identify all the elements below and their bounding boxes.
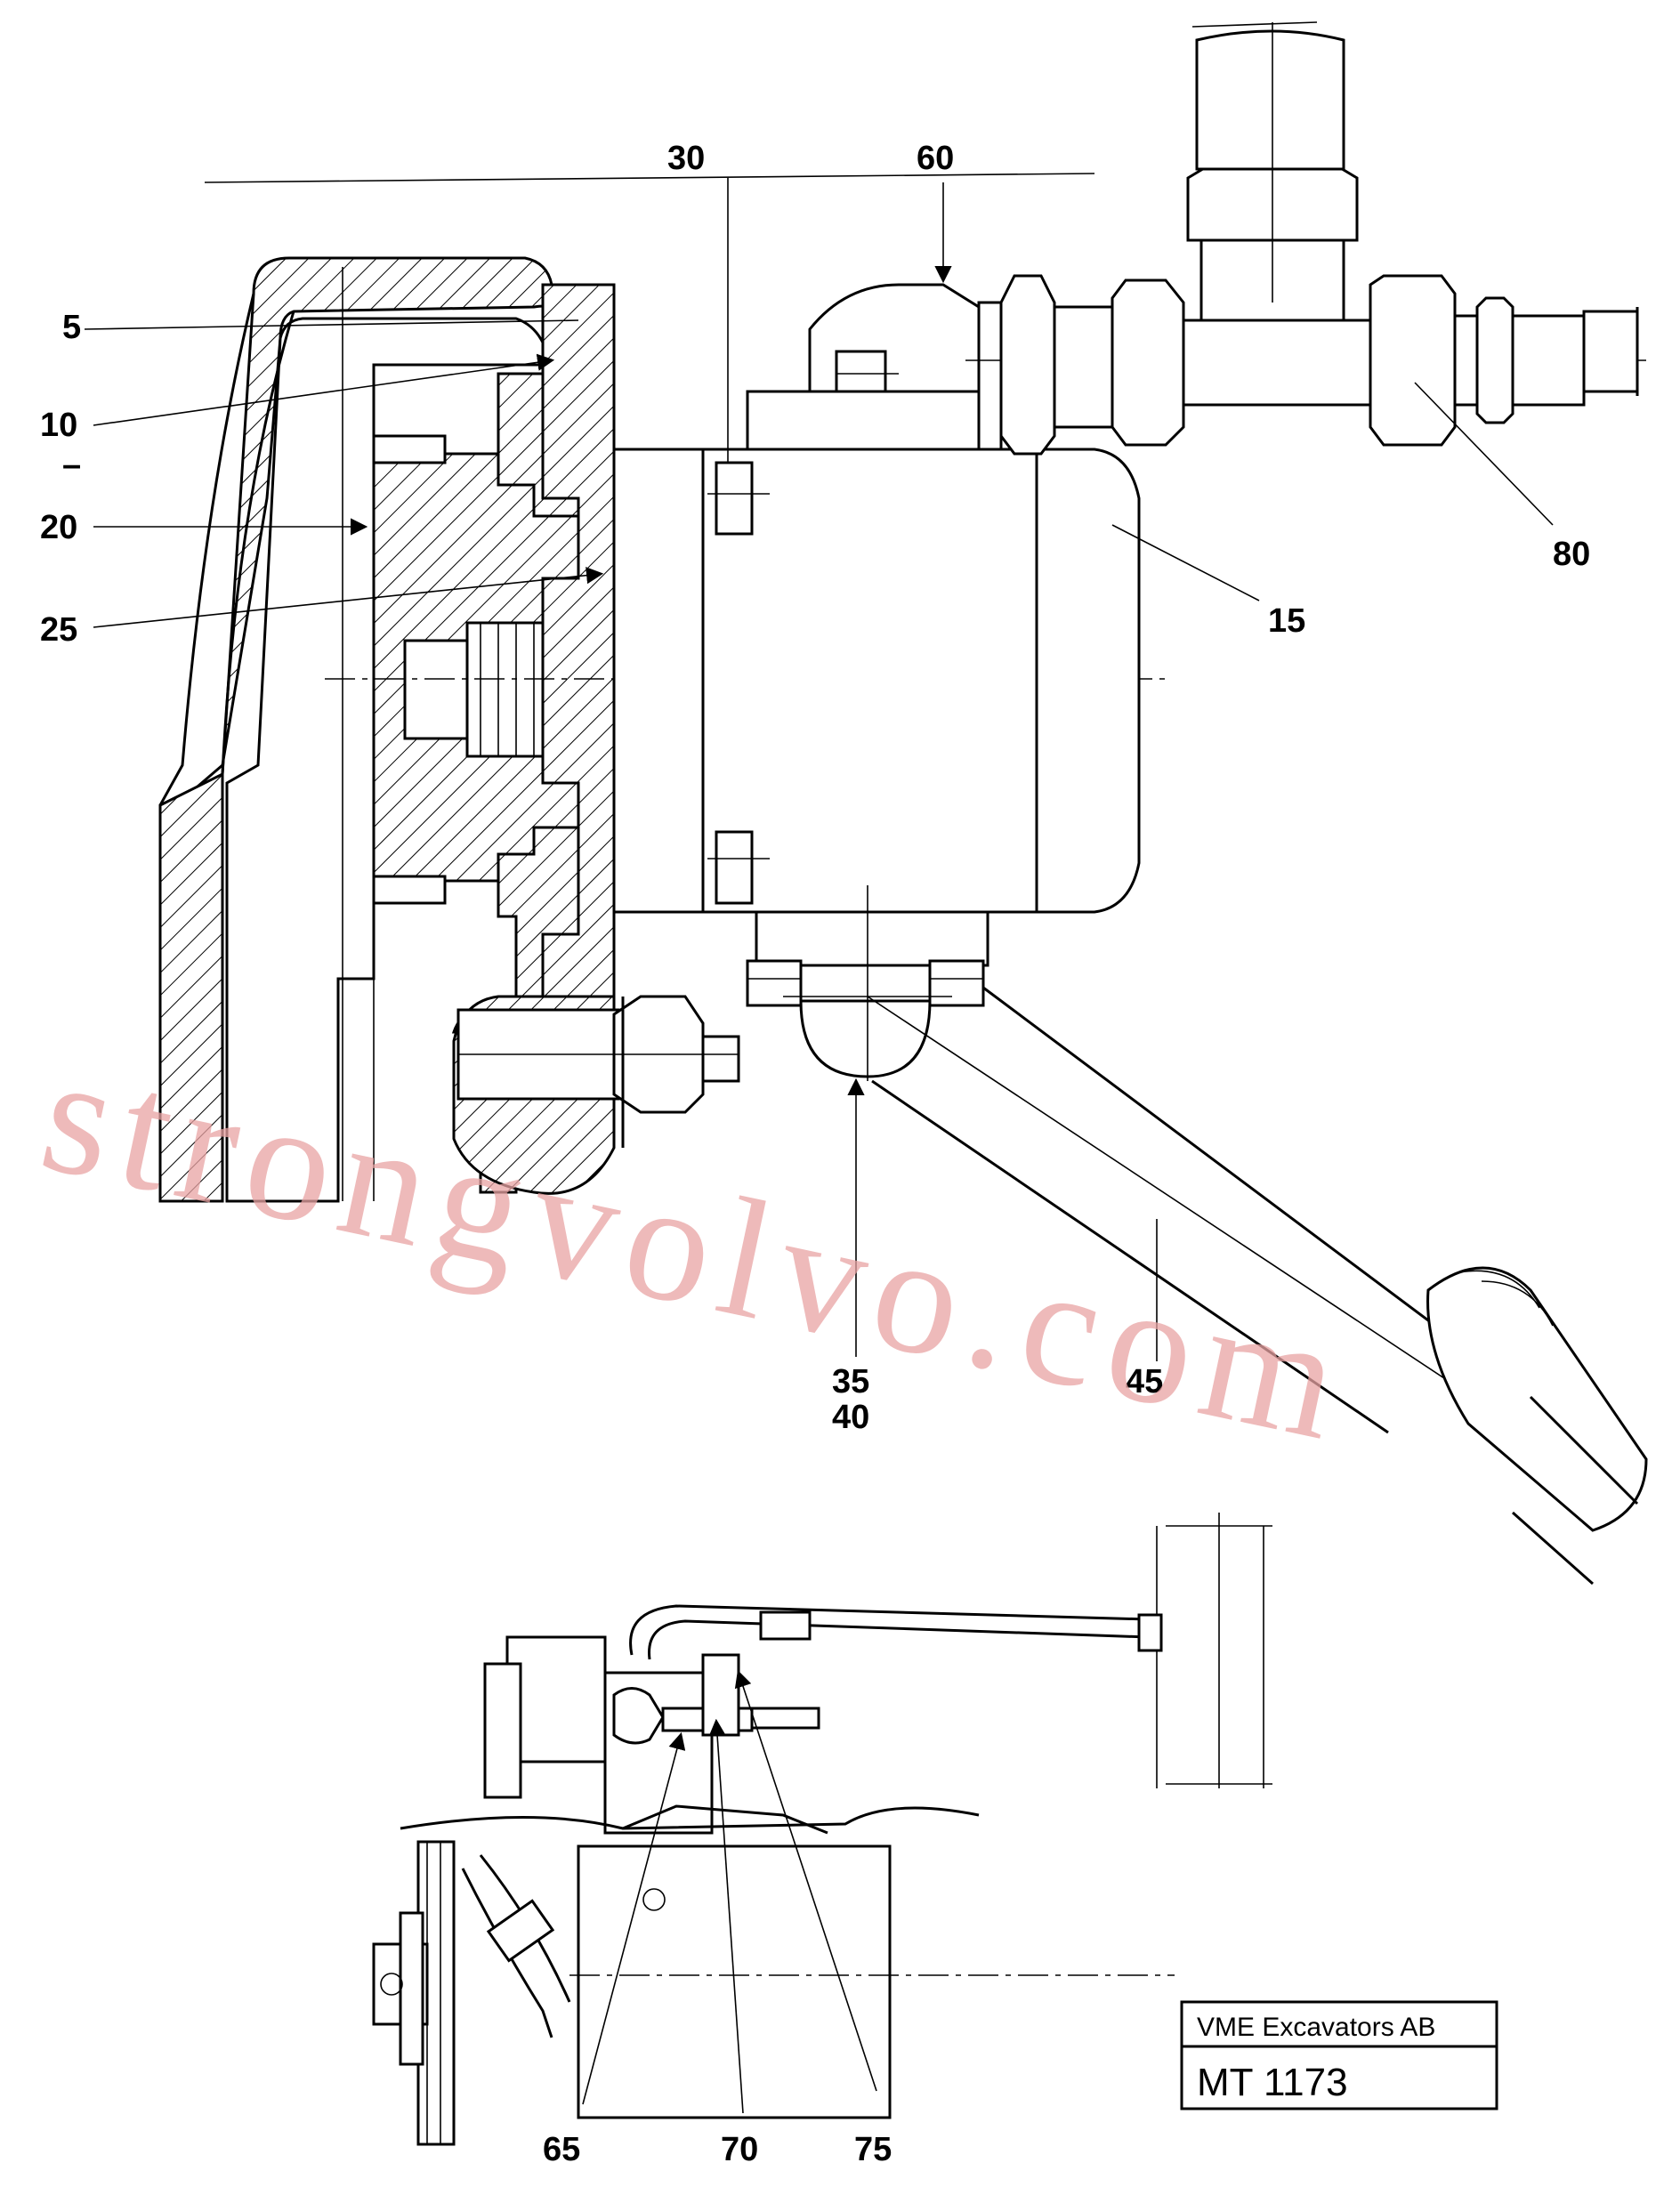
elbow-fitting: [746, 283, 1646, 451]
upper-leaders: [84, 178, 1554, 1361]
upper-sectional-view: 5 10 – 20 25 30 60 80 15 35 40 45: [40, 21, 1648, 1586]
callout-20: 20: [40, 509, 77, 546]
callout-45: 45: [1126, 1363, 1163, 1400]
callout-80: 80: [1553, 536, 1590, 573]
title-block-drawing-number: MT 1173: [1197, 2061, 1348, 2104]
callout-5: 5: [62, 309, 81, 346]
title-block-company: VME Excavators AB: [1197, 2013, 1435, 2042]
callout-15: 15: [1268, 602, 1305, 640]
callout-40: 40: [832, 1399, 869, 1436]
callout-dash: –: [62, 447, 81, 484]
callout-25: 25: [40, 611, 77, 649]
callout-75: 75: [854, 2131, 892, 2168]
angled-hose: [867, 986, 1648, 1586]
callout-30: 30: [667, 140, 705, 177]
hose-fittings-row: [999, 21, 1639, 456]
callout-70: 70: [721, 2131, 758, 2168]
callout-35: 35: [832, 1363, 869, 1400]
motor-housing: [612, 448, 1141, 914]
callout-10: 10: [40, 407, 77, 444]
title-block: VME Excavators AB MT 1173: [1180, 2000, 1498, 2110]
housing-left-wall: [158, 771, 224, 1203]
outlet-connector: [746, 885, 989, 1081]
callout-60: 60: [917, 140, 954, 177]
callout-65: 65: [543, 2131, 580, 2168]
lower-overview-view: 65 70 75: [372, 1513, 1272, 2168]
shaft-nut: [403, 639, 469, 740]
